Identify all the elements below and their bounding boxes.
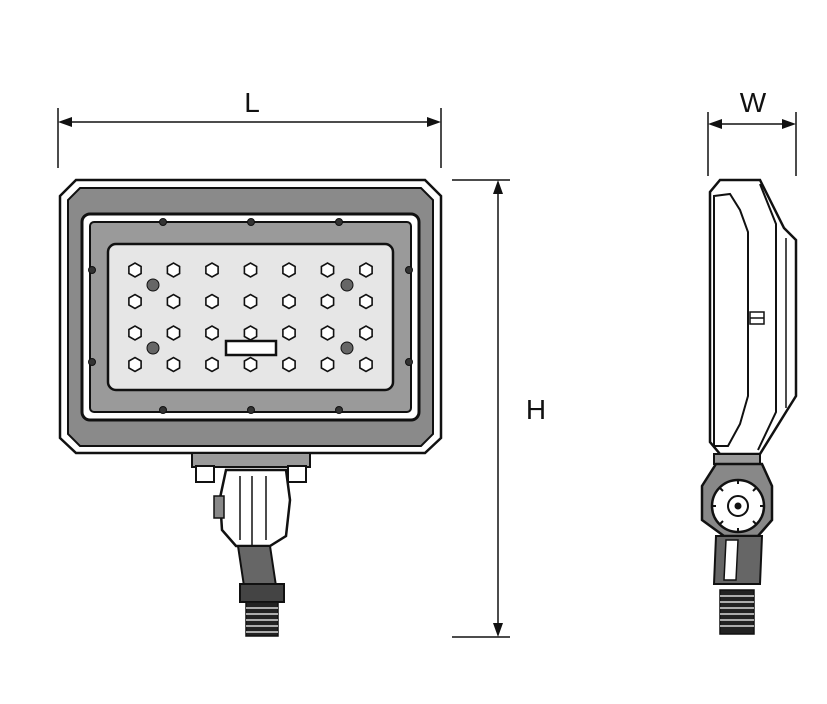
led-hex-icon <box>320 325 335 341</box>
side-nipple-body <box>719 589 755 635</box>
led-hex-icon <box>243 356 258 373</box>
length-arrow-right <box>427 117 441 127</box>
height-label: H <box>526 394 546 425</box>
led-hex-icon <box>243 293 258 310</box>
side-arm-highlight <box>723 539 739 581</box>
led-hex-icon <box>320 356 335 373</box>
led-hex-icon <box>359 262 373 278</box>
screw-icon <box>247 218 255 226</box>
length-arrow-left <box>58 117 72 127</box>
front-arm <box>236 545 278 587</box>
led-hex-icon <box>166 293 181 310</box>
led-hex-icon <box>128 356 142 373</box>
length-label: L <box>244 87 260 118</box>
side-knuckle-teeth <box>712 480 764 532</box>
front-mount-assembly <box>191 452 311 637</box>
optic-dot-icon <box>146 278 160 292</box>
side-mount-assembly <box>700 453 774 635</box>
led-hex-icon <box>166 356 181 373</box>
led-hex-icon <box>359 356 373 373</box>
screw-icon <box>88 266 96 274</box>
screw-icon <box>88 358 96 366</box>
led-panel <box>106 242 395 392</box>
front-threaded-nipple <box>245 601 279 637</box>
led-hex-icon <box>205 293 219 310</box>
width-dimension: W <box>707 87 797 176</box>
led-hex-icon <box>282 262 296 278</box>
optic-dot-icon <box>340 278 354 292</box>
led-hex-icon <box>205 356 219 373</box>
front-knuckle-detail <box>239 476 267 546</box>
screw-icon <box>159 218 167 226</box>
led-grid <box>128 262 373 373</box>
side-knuckle-pin-icon <box>734 502 742 510</box>
front-view <box>58 178 443 637</box>
led-hex-icon <box>166 262 181 278</box>
side-fin-line <box>757 183 777 451</box>
led-hex-icon <box>359 293 373 310</box>
height-arrow-top <box>493 180 503 194</box>
led-hex-icon <box>166 325 181 341</box>
led-hex-icon <box>128 325 142 341</box>
side-view <box>700 178 798 635</box>
optic-dot-icon <box>340 341 354 355</box>
led-hex-icon <box>320 293 335 310</box>
led-hex-icon <box>205 262 219 278</box>
length-dimension: L <box>57 87 442 168</box>
led-hex-icon <box>128 293 142 310</box>
led-hex-icon <box>320 262 335 278</box>
center-label-plate <box>224 339 278 357</box>
width-label: W <box>740 87 767 118</box>
front-mount-bolt-left <box>195 465 215 483</box>
led-hex-icon <box>205 325 219 341</box>
led-hex-icon <box>359 325 373 341</box>
front-knuckle-screw <box>213 495 225 519</box>
front-nut <box>239 583 285 603</box>
front-knuckle <box>218 468 292 548</box>
side-mount-plate <box>713 453 761 465</box>
front-mount-plate <box>191 452 311 468</box>
front-thread-lines <box>246 607 278 633</box>
screw-icon <box>405 358 413 366</box>
led-hex-icon <box>128 262 142 278</box>
led-hex-icon <box>243 325 258 341</box>
side-threaded-nipple <box>719 589 755 635</box>
optic-dot-icon <box>146 341 160 355</box>
screw-icon <box>405 266 413 274</box>
screw-icon <box>335 406 343 414</box>
width-arrow-left <box>708 119 722 129</box>
width-arrow-right <box>782 119 796 129</box>
screw-icon <box>159 406 167 414</box>
led-hex-icon <box>282 356 296 373</box>
led-hex-icon <box>282 293 296 310</box>
side-thread-lines <box>720 595 754 627</box>
height-arrow-bottom <box>493 623 503 637</box>
frame-screws <box>88 218 413 414</box>
led-hex-icon <box>243 262 258 278</box>
height-dimension: H <box>452 179 546 638</box>
screw-icon <box>247 406 255 414</box>
led-hex-icon <box>282 325 296 341</box>
front-mount-bolt-right <box>287 465 307 483</box>
side-lens-edge <box>713 192 749 447</box>
screw-icon <box>335 218 343 226</box>
optic-dots <box>146 278 354 355</box>
front-nipple-body <box>245 601 279 637</box>
